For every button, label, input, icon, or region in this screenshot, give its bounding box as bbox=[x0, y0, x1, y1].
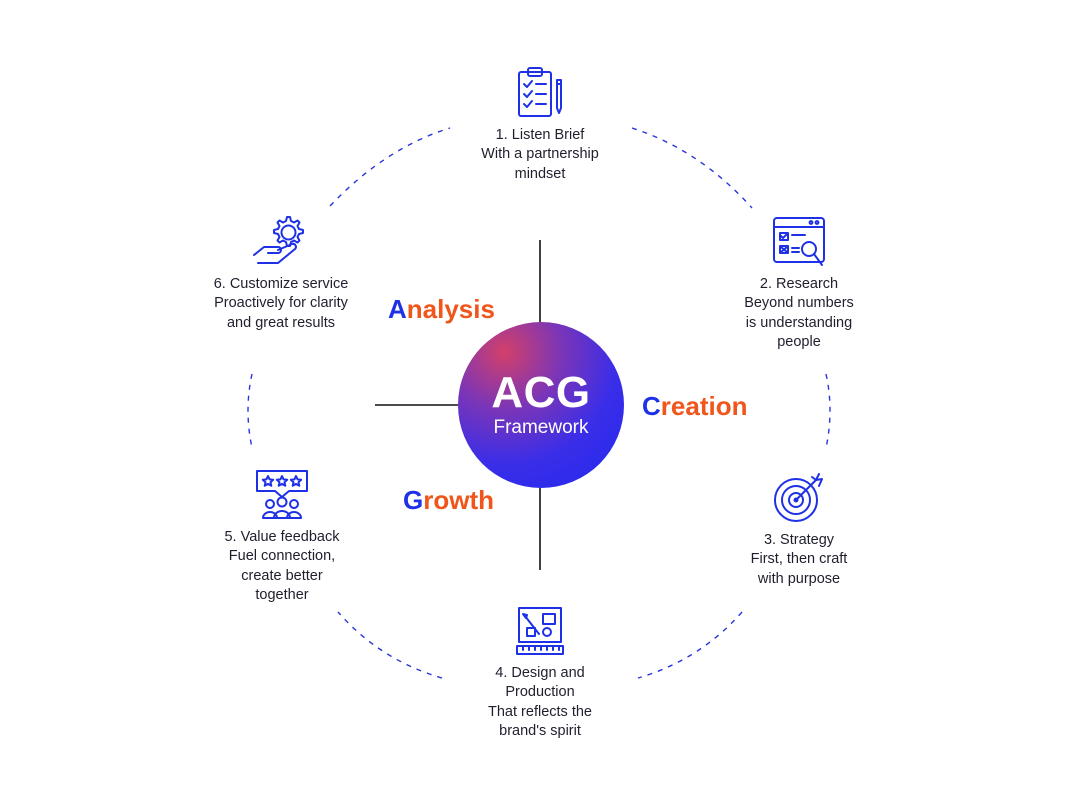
step-text: mindset bbox=[514, 165, 566, 182]
acg-framework-circle: ACG Framework bbox=[458, 322, 624, 488]
ring-arc-bottom-right bbox=[637, 611, 743, 679]
ring-arc-right bbox=[825, 373, 831, 449]
step-strategy: 3. Strategy First, then craft with purpo… bbox=[704, 471, 894, 589]
step-text: people bbox=[777, 334, 821, 351]
center-subtitle: Framework bbox=[493, 417, 589, 438]
step-text: That reflects the bbox=[488, 703, 592, 720]
step-text: Proactively for clarity bbox=[214, 295, 348, 312]
pillar-growth: Growth bbox=[403, 485, 494, 516]
ring-arc-top-left bbox=[329, 127, 451, 207]
target-arrow-icon bbox=[774, 473, 823, 522]
pillar-creation: Creation bbox=[642, 391, 747, 422]
pillar-rest: rowth bbox=[423, 485, 494, 515]
pillar-analysis: Analysis bbox=[388, 294, 495, 325]
step-title: 1. Listen Brief bbox=[495, 127, 585, 143]
step-listen-brief: 1. Listen Brief With a partnership minds… bbox=[445, 66, 635, 184]
ring-arc-top-right bbox=[631, 127, 753, 209]
step-text: brand's spirit bbox=[499, 723, 581, 740]
step-text: Beyond numbers bbox=[744, 295, 854, 312]
hand-gear-icon bbox=[253, 216, 304, 264]
clipboard-checklist-icon bbox=[518, 67, 562, 117]
pillar-rest: reation bbox=[660, 391, 748, 421]
step-text: create better bbox=[241, 567, 323, 584]
web-search-analysis-icon bbox=[773, 217, 825, 266]
ring-arc-bottom-left bbox=[337, 611, 443, 679]
step-text: With a partnership bbox=[481, 146, 599, 163]
step-text: is understanding bbox=[745, 314, 853, 331]
design-blueprint-icon bbox=[516, 607, 564, 655]
step-text: and great results bbox=[226, 314, 335, 331]
step-title: 5. Value feedback bbox=[224, 529, 340, 545]
step-text: together bbox=[255, 587, 309, 604]
pillar-initial: G bbox=[403, 485, 424, 515]
step-text: with purpose bbox=[757, 570, 841, 587]
step-design-production: 4. Design and Production That reflects t… bbox=[445, 604, 635, 742]
step-text: Production bbox=[505, 684, 575, 701]
step-title: 4. Design and bbox=[495, 665, 585, 681]
step-title: 2. Research bbox=[759, 276, 839, 292]
pillar-initial: C bbox=[642, 391, 661, 421]
rating-feedback-icon bbox=[256, 470, 308, 519]
ring-arc-left bbox=[247, 373, 253, 449]
step-customize-service: 6. Customize service Proactively for cla… bbox=[186, 213, 376, 333]
step-title: 3. Strategy bbox=[763, 532, 835, 548]
step-research: 2. Research Beyond numbers is understand… bbox=[704, 215, 894, 353]
center-title: ACG bbox=[491, 368, 591, 417]
pillar-rest: nalysis bbox=[406, 294, 495, 324]
step-value-feedback: 5. Value feedback Fuel connection, creat… bbox=[187, 468, 377, 606]
step-title: 6. Customize service bbox=[213, 276, 349, 292]
pillar-initial: A bbox=[388, 294, 407, 324]
step-text: Fuel connection, bbox=[228, 548, 336, 565]
step-text: First, then craft bbox=[750, 551, 848, 568]
